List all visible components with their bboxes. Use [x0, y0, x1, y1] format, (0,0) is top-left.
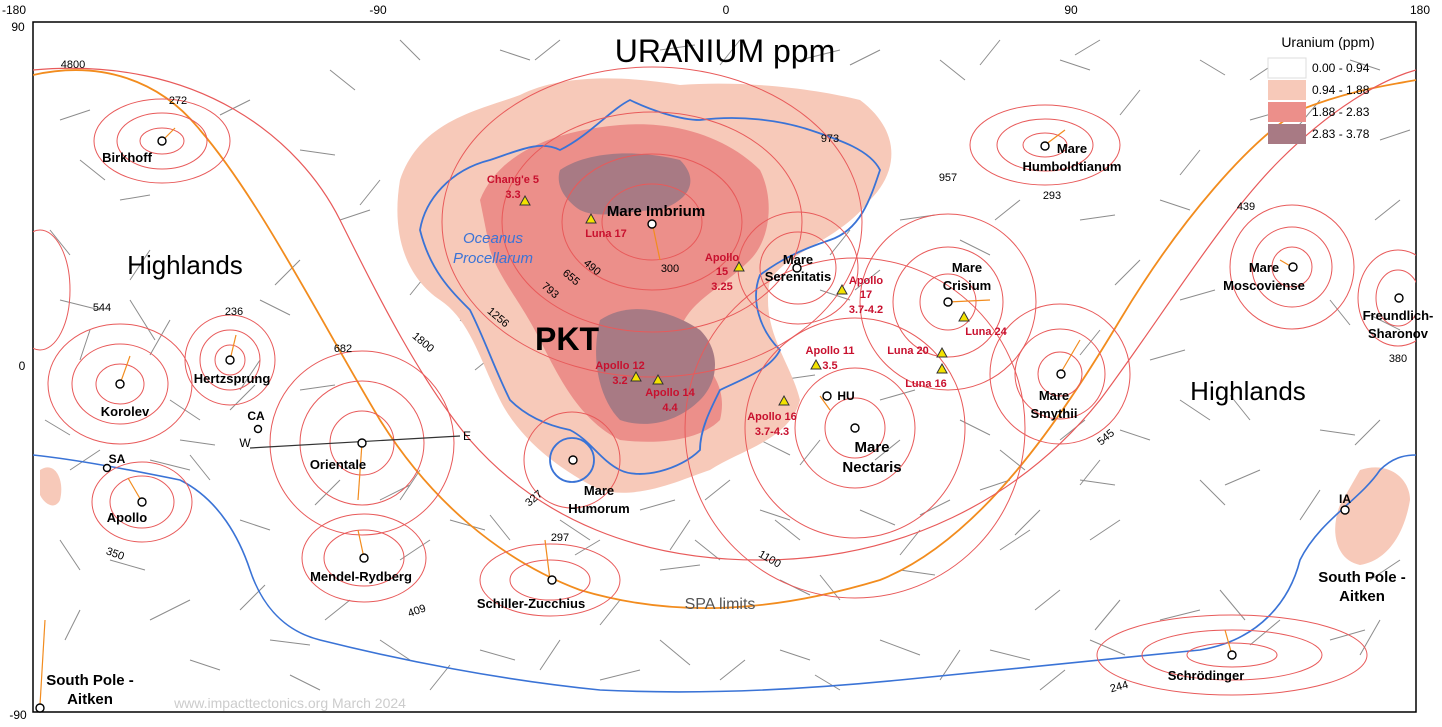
- pkt-label: PKT: [535, 321, 599, 357]
- landing-sites: [519, 194, 970, 406]
- site-luna16: Luna 16: [905, 378, 947, 390]
- svg-text:90: 90: [1064, 3, 1078, 17]
- impact-rings: [33, 66, 1416, 696]
- uranium-concentration-fill: [40, 78, 1410, 565]
- label-korolev: Korolev: [101, 404, 150, 419]
- label-hertzsprung: Hertzsprung: [194, 371, 271, 386]
- svg-text:90: 90: [11, 20, 25, 34]
- label-spa-left: South Pole -Aitken: [46, 672, 134, 708]
- svg-text:380: 380: [1389, 353, 1407, 365]
- basin-labels: Birkhoff Korolev Hertzsprung Orientale A…: [46, 141, 1433, 708]
- svg-text:4800: 4800: [61, 59, 85, 71]
- legend-swatch-0: [1267, 57, 1307, 79]
- outer-ring-4800: [33, 67, 1416, 561]
- legend-swatch-2: [1268, 102, 1306, 122]
- svg-text:-90: -90: [9, 708, 27, 722]
- svg-text:180: 180: [1410, 3, 1430, 17]
- site-luna17: Luna 17: [585, 228, 627, 240]
- svg-text:682: 682: [334, 343, 352, 355]
- svg-text:244: 244: [1109, 679, 1130, 695]
- spa-limits: [33, 69, 1416, 609]
- label-w: W: [239, 436, 251, 450]
- svg-text:293: 293: [1043, 190, 1061, 202]
- basin-centers: [35, 136, 1404, 713]
- svg-text:973: 973: [821, 133, 839, 145]
- label-apollo: Apollo: [107, 510, 147, 525]
- svg-text:957: 957: [939, 172, 957, 184]
- svg-text:297: 297: [551, 532, 569, 544]
- legend-swatch-1: [1268, 80, 1306, 100]
- svg-text:300: 300: [661, 263, 679, 275]
- svg-text:409: 409: [406, 602, 427, 620]
- site-luna20: Luna 20: [887, 345, 929, 357]
- label-mendel-rydberg: Mendel-Rydberg: [310, 569, 412, 584]
- svg-text:0: 0: [723, 3, 730, 17]
- label-hu: HU: [837, 389, 854, 403]
- legend-items: 0.00 - 0.94 0.94 - 1.88 1.88 - 2.83 2.83 - …: [1267, 57, 1370, 144]
- watermark: www.impacttectonics.org March 2024: [173, 695, 406, 711]
- axis-labels: -180 -90 0 90 180 90 0 -90: [2, 3, 1430, 722]
- label-e: E: [463, 429, 471, 443]
- svg-text:439: 439: [1237, 201, 1255, 213]
- label-imbrium: Mare Imbrium: [607, 203, 705, 220]
- label-schrodinger: Schrödinger: [1168, 668, 1245, 683]
- label-sa: SA: [109, 452, 126, 466]
- label-schiller-zucchius: Schiller-Zucchius: [477, 596, 585, 611]
- svg-text:-180: -180: [2, 3, 26, 17]
- svg-text:-90: -90: [369, 3, 387, 17]
- label-birkhoff: Birkhoff: [102, 150, 153, 165]
- svg-text:236: 236: [225, 306, 243, 318]
- svg-text:0: 0: [19, 359, 26, 373]
- legend-label-0: 0.00 - 0.94: [1312, 61, 1370, 75]
- label-freundlich-sharonov: Freundlich-Sharonov: [1363, 308, 1434, 341]
- diameter-labels: 4800 272 544 236 682 1800 1256 793 655 4…: [61, 59, 1407, 695]
- legend-swatch-3: [1268, 124, 1306, 144]
- site-luna24: Luna 24: [965, 326, 1007, 338]
- label-orientale: Orientale: [310, 457, 366, 472]
- humorum-boundary: [549, 437, 595, 483]
- label-ca: CA: [247, 409, 265, 423]
- svg-text:544: 544: [93, 302, 111, 314]
- label-spa-right: South Pole -Aitken: [1318, 569, 1406, 605]
- legend-label-2: 1.88 - 2.83: [1312, 105, 1370, 119]
- orientale-axis: [249, 435, 461, 449]
- legend-label-3: 2.83 - 3.78: [1312, 127, 1370, 141]
- spa-limits-label: SPA limits: [685, 596, 756, 613]
- small-labels: CA W E SA HU IA: [109, 389, 1352, 506]
- south-boundary: [33, 454, 1416, 693]
- label-ia: IA: [1339, 492, 1351, 506]
- svg-text:350: 350: [104, 545, 125, 563]
- highlands-left-label: Highlands: [127, 250, 243, 280]
- highlands-right-label: Highlands: [1190, 376, 1306, 406]
- legend-label-1: 0.94 - 1.88: [1312, 83, 1370, 97]
- map-title: URANIUM ppm: [615, 33, 835, 69]
- legend: Uranium (ppm) 0.00 - 0.94 0.94 - 1.88 1.88…: [1267, 34, 1375, 144]
- legend-title: Uranium (ppm): [1281, 34, 1374, 50]
- svg-text:272: 272: [169, 95, 187, 107]
